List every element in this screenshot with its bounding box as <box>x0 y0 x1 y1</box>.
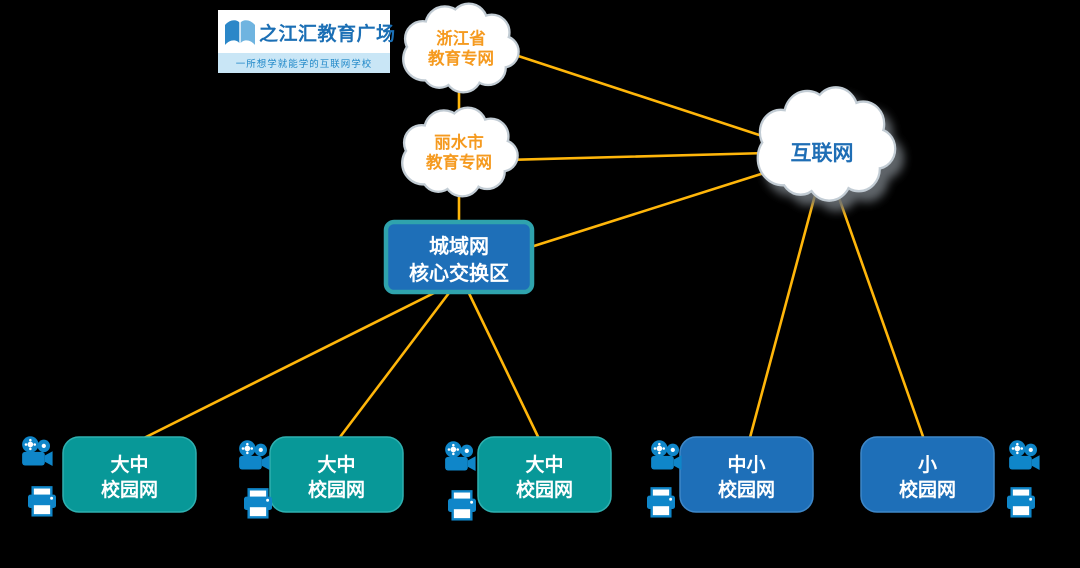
printer-icon <box>645 487 677 518</box>
logo-title: 之江汇教育广场 <box>259 22 396 45</box>
link-internet-campus5 <box>836 193 928 447</box>
campus-network-box-5: 小 校园网 <box>860 436 995 513</box>
campus-label-line1: 小 <box>918 454 937 476</box>
campus-network-box-1: 大中 校园网 <box>62 436 197 513</box>
printer-icon <box>26 486 58 517</box>
campus-network-box-4: 中小 校园网 <box>679 436 814 513</box>
printer-icon <box>1005 487 1037 518</box>
core-switch-box: 城域网 核心交换区 <box>383 219 535 295</box>
campus-network-box-2: 大中 校园网 <box>269 436 404 513</box>
provincial-cloud-label: 浙江省 教育专网 <box>427 28 494 68</box>
link-core-internet <box>513 158 807 254</box>
printer-icon <box>446 490 478 521</box>
link-internet-campus4 <box>746 193 817 447</box>
city-cloud-label-line1: 丽水市 <box>434 132 484 152</box>
campus-box-rect <box>679 436 814 513</box>
logo-strip <box>218 53 390 73</box>
link-core-campus3 <box>463 283 544 447</box>
logo: 之江汇教育广场 一所想学就能学的互联网学校 <box>218 10 396 73</box>
campus-label-line2: 校园网 <box>899 478 956 501</box>
logo-subtitle: 一所想学就能学的互联网学校 <box>236 58 373 70</box>
core-switch-label-line1: 城域网 <box>429 234 489 258</box>
core-switch-rect <box>383 219 535 295</box>
campus-label-line1: 大中 <box>110 453 148 476</box>
campus-network-box-3: 大中 校园网 <box>477 436 612 513</box>
campus-label-line1: 中小 <box>727 453 765 476</box>
provincial-cloud-label-line1: 浙江省 <box>436 28 486 48</box>
campus-label-line2: 校园网 <box>308 478 365 501</box>
link-core-campus2 <box>332 283 457 447</box>
link-provincial-internet <box>498 48 807 152</box>
city-cloud-label: 丽水市 教育专网 <box>425 132 492 172</box>
campus-label-line2: 校园网 <box>718 478 775 501</box>
campus-label-line2: 校园网 <box>516 478 573 501</box>
campus-label-line1: 大中 <box>317 453 355 476</box>
link-core-campus1 <box>128 283 452 447</box>
link-city-internet <box>503 150 807 162</box>
connections <box>128 48 928 447</box>
printer-icon <box>242 488 274 519</box>
campus-box-rect <box>477 436 612 513</box>
open-book-icon <box>225 20 255 45</box>
campus-label-line1: 大中 <box>525 453 563 476</box>
provincial-cloud-label-line2: 教育专网 <box>427 48 494 68</box>
city-cloud-label-line2: 教育专网 <box>425 152 492 172</box>
campus-label-line2: 校园网 <box>101 478 158 501</box>
campus-box-rect <box>860 436 995 513</box>
core-switch-label-line2: 核心交换区 <box>409 261 509 285</box>
internet-cloud-label: 互联网 <box>791 142 854 165</box>
campus-box-rect <box>269 436 404 513</box>
campus-box-rect <box>62 436 197 513</box>
